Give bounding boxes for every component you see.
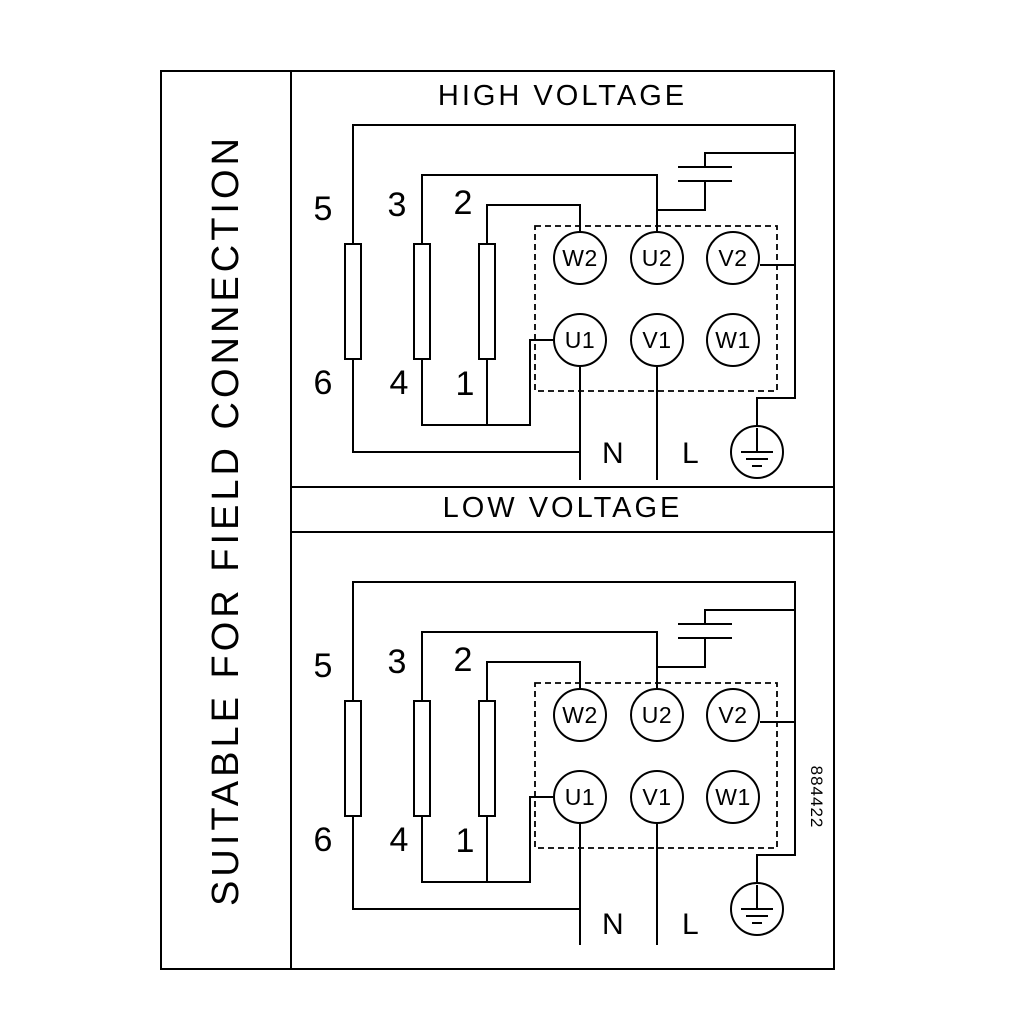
hv-terminal-v1: V1 <box>630 313 684 367</box>
hv-capacitor-icon <box>657 152 795 211</box>
lv-link-bar-5-6 <box>344 700 362 817</box>
hv-link-bar-3-4 <box>413 243 431 360</box>
hv-terminal-u2: U2 <box>630 231 684 285</box>
outer-border <box>160 70 835 970</box>
hv-neutral-label: N <box>602 437 624 470</box>
lv-line-label: L <box>682 908 699 941</box>
hv-wire-ground-link <box>756 265 796 426</box>
hv-panel-title: HIGH VOLTAGE <box>437 80 688 112</box>
drawing-number: 884422 <box>807 765 826 829</box>
lv-wire-number-2: 2 <box>453 641 473 679</box>
lv-wire-ground-link <box>756 722 796 883</box>
sidebar-label: SUITABLE FOR FIELD CONNECTION <box>205 134 247 906</box>
hv-terminal-v2: V2 <box>706 231 760 285</box>
hv-wire-number-2: 2 <box>453 184 473 222</box>
hv-wire-link3-to-u2 <box>421 174 658 243</box>
lv-terminal-v2: V2 <box>706 688 760 742</box>
hv-wire-number-3: 3 <box>387 186 407 224</box>
hv-terminal-w2: W2 <box>553 231 607 285</box>
hv-wire-link6-to-neutral <box>352 360 580 453</box>
hv-wire-number-1: 1 <box>455 365 475 403</box>
lv-wire-number-6: 6 <box>313 821 333 859</box>
hv-terminal-box <box>534 225 778 392</box>
lv-wire-link2-to-w2 <box>486 661 581 700</box>
hv-line-label: L <box>682 437 699 470</box>
lv-wire-number-5: 5 <box>313 647 333 685</box>
lv-wire-number-4: 4 <box>389 821 409 859</box>
lv-terminal-w2: W2 <box>553 688 607 742</box>
lv-wire-link3-to-u2 <box>421 631 658 700</box>
lv-panel-title: LOW VOLTAGE <box>442 492 683 524</box>
lv-wire-number-3: 3 <box>387 643 407 681</box>
lv-earth-ground-icon <box>730 882 784 936</box>
lv-link-bar-2-1 <box>478 700 496 817</box>
lv-terminal-u1: U1 <box>553 770 607 824</box>
lv-wire-link6-to-neutral <box>352 817 580 910</box>
lv-terminal-u2: U2 <box>630 688 684 742</box>
lv-capacitor-icon <box>657 609 795 668</box>
hv-wire-number-5: 5 <box>313 190 333 228</box>
hv-link-bar-2-1 <box>478 243 496 360</box>
lv-wire-link4-to-u1 <box>421 796 553 883</box>
hv-wire-number-6: 6 <box>313 364 333 402</box>
lv-terminal-v1: V1 <box>630 770 684 824</box>
lv-neutral-label: N <box>602 908 624 941</box>
hv-link-bar-5-6 <box>344 243 362 360</box>
lv-terminal-w1: W1 <box>706 770 760 824</box>
lv-wire-number-1: 1 <box>455 822 475 860</box>
lv-link-bar-3-4 <box>413 700 431 817</box>
hv-earth-ground-icon <box>730 425 784 479</box>
lv-wire-main-loop <box>352 581 796 723</box>
hv-wire-main-loop <box>352 124 796 266</box>
hv-terminal-w1: W1 <box>706 313 760 367</box>
hv-wire-number-4: 4 <box>389 364 409 402</box>
hv-terminal-u1: U1 <box>553 313 607 367</box>
hv-wire-link2-to-w2 <box>486 204 581 243</box>
lv-terminal-box <box>534 682 778 849</box>
hv-wire-link4-to-u1 <box>421 339 553 426</box>
